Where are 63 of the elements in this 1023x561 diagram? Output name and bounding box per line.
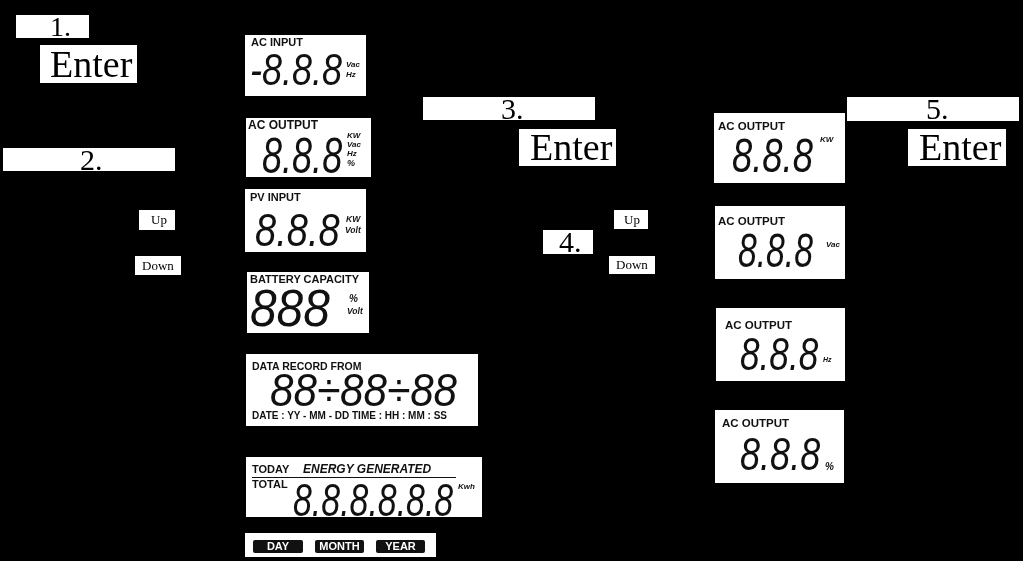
period-tag: DAY xyxy=(253,540,303,553)
display-label: BATTERY CAPACITY xyxy=(250,273,359,285)
unit-label: Kwh xyxy=(458,482,475,491)
display-label: TOTAL xyxy=(252,478,288,490)
digit-readout: 8.8.8 xyxy=(255,211,340,248)
display-label: AC OUTPUT xyxy=(718,215,786,227)
display-label: AC OUTPUT xyxy=(248,119,318,132)
unit-label: % xyxy=(349,293,358,304)
unit-label: KW xyxy=(820,135,834,144)
digit-readout: 8.8.8 xyxy=(732,136,813,174)
key-label: Enter xyxy=(40,45,137,83)
unit-label: Vac xyxy=(826,240,840,249)
period-tag: MONTH xyxy=(315,540,364,553)
display-label: TODAY xyxy=(252,463,290,475)
display-label: AC OUTPUT xyxy=(718,120,786,132)
lcd-display-panel xyxy=(245,533,436,557)
step-number: 3. xyxy=(423,97,595,120)
digit-readout: 8.8.8 xyxy=(740,336,819,372)
lcd-display-panel xyxy=(714,113,845,183)
unit-label: Vac xyxy=(347,140,361,149)
lcd-display-panel xyxy=(246,457,482,517)
format-note: DATE : YY - MM - DD TIME : HH : MM : SS xyxy=(252,410,447,421)
unit-label: % xyxy=(825,461,834,472)
digit-readout: -8.8.8 xyxy=(250,52,343,87)
unit-label: % xyxy=(347,158,355,168)
digit-readout: 8.8.8.8.8.8 xyxy=(293,482,454,518)
unit-label: KW xyxy=(346,214,361,224)
step-number: 4. xyxy=(543,230,593,254)
lcd-display-panel xyxy=(716,308,845,381)
lcd-display-panel xyxy=(715,410,844,483)
step-number: 5. xyxy=(847,97,1019,121)
step-number: 1. xyxy=(16,15,89,38)
digit-readout: 8.8.8 xyxy=(262,136,343,175)
unit-label: Vac xyxy=(346,60,360,69)
lcd-display-panel xyxy=(715,206,845,279)
lcd-display-panel xyxy=(245,35,366,96)
step-number: 2. xyxy=(3,148,175,171)
display-label: AC OUTPUT xyxy=(725,319,793,331)
key-label: Enter xyxy=(908,129,1006,166)
unit-label: Volt xyxy=(347,306,363,316)
digit-readout: 8.8.8 xyxy=(740,436,821,472)
lcd-display-panel xyxy=(245,189,366,252)
display-label: AC INPUT xyxy=(251,36,303,48)
unit-label: Hz xyxy=(347,149,357,158)
digit-readout: 8.8.8 xyxy=(738,231,813,269)
display-label: ENERGY GENERATED xyxy=(303,463,432,476)
period-tag: YEAR xyxy=(376,540,425,553)
digit-readout: 88÷88÷88 xyxy=(270,372,458,408)
display-label: DATA RECORD FROM xyxy=(252,360,362,372)
lcd-display-panel xyxy=(246,118,371,177)
digit-readout: 888 xyxy=(250,289,330,329)
lcd-display-panel xyxy=(247,272,369,333)
key-label: Up xyxy=(139,210,175,230)
key-label: Enter xyxy=(519,129,616,166)
key-label: Up xyxy=(614,210,648,229)
display-label: AC OUTPUT xyxy=(722,417,790,429)
unit-label: KW xyxy=(347,131,361,140)
unit-label: Volt xyxy=(345,225,361,235)
key-label: Down xyxy=(609,256,655,274)
key-label: Down xyxy=(135,256,181,275)
unit-label: Hz xyxy=(346,70,356,79)
lcd-display-panel xyxy=(246,354,478,426)
display-label: PV INPUT xyxy=(250,191,301,203)
